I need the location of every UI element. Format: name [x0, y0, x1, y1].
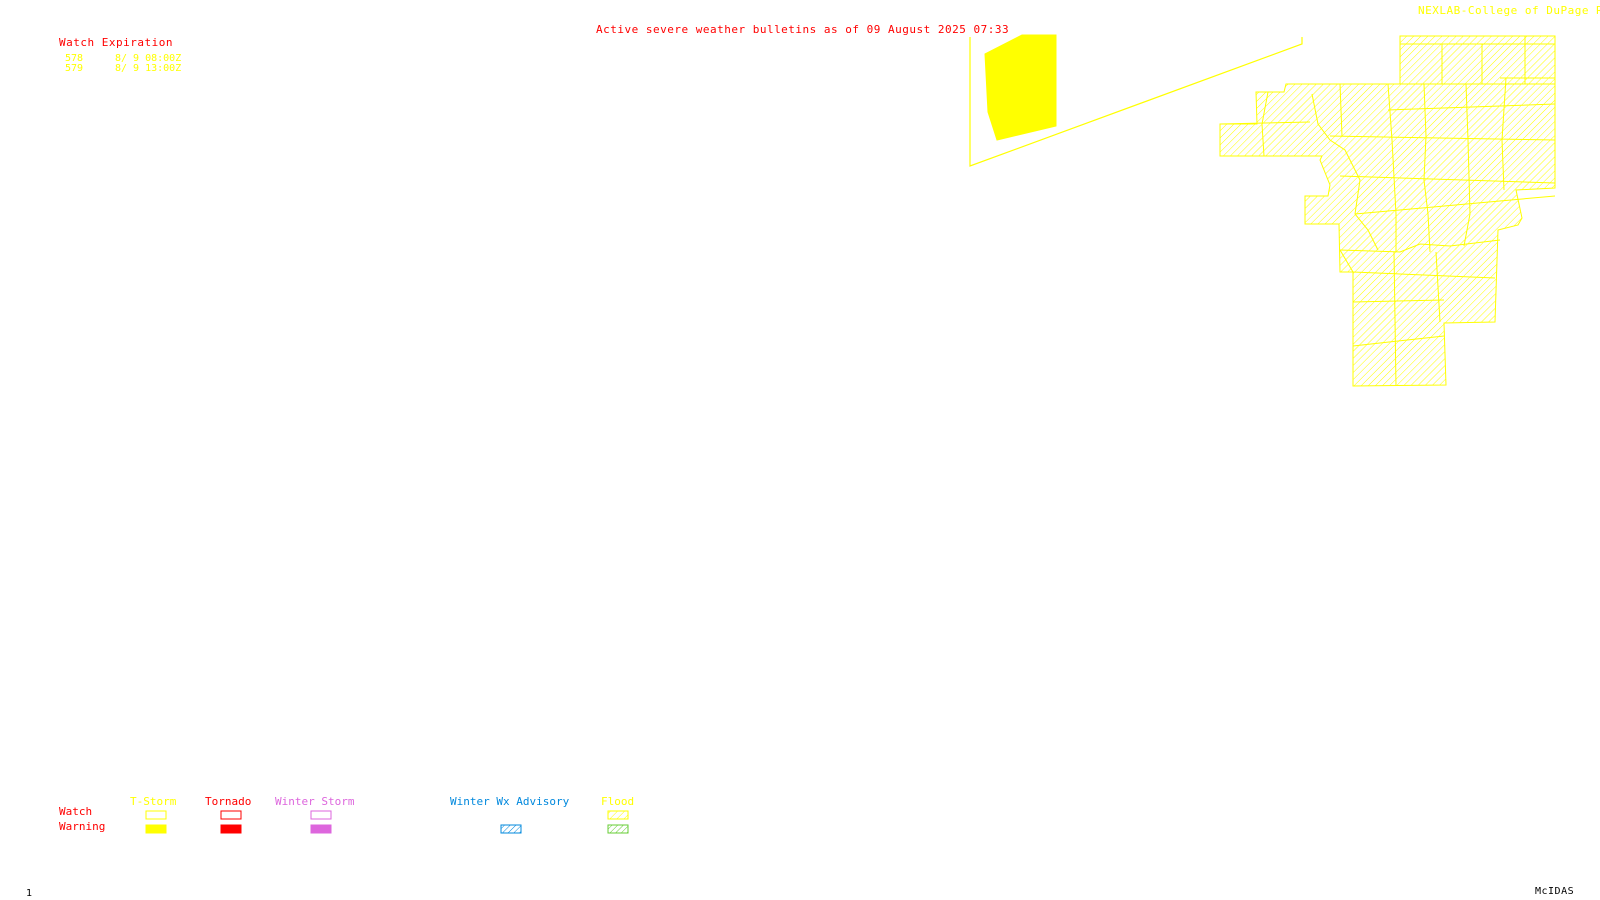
- legend-tstorm-watch-box: [145, 810, 167, 820]
- legend-tornado-watch-box: [220, 810, 242, 820]
- watch-number: 578: [65, 53, 84, 64]
- legend-tstorm-label: T-Storm: [130, 795, 177, 808]
- legend-warning-label: Warning: [59, 820, 106, 833]
- legend-winterwx-warning-box: [500, 824, 522, 834]
- bulletin-title: Active severe weather bulletins as of 09…: [596, 23, 1010, 36]
- watch-expiration-heading: Watch Expiration: [59, 36, 173, 49]
- frame-number: 1: [26, 888, 33, 899]
- legend-flood-watch-box: [607, 810, 629, 820]
- legend-winterstorm-watch-box: [310, 810, 332, 820]
- legend-winterstorm-warning-box: [310, 824, 332, 834]
- source-credit: NEXLAB-College of DuPage R: [1418, 4, 1600, 17]
- legend-winterstorm-label: Winter Storm: [275, 795, 355, 808]
- legend-tornado-label: Tornado: [205, 795, 252, 808]
- watch-expiry: 8/ 9 13:00Z: [115, 63, 182, 74]
- legend-winterwx-label: Winter Wx Advisory: [450, 795, 570, 808]
- watch-row: 578 8/ 9 08:00Z: [65, 54, 181, 64]
- legend-watch-label: Watch: [59, 805, 93, 818]
- legend-flood-label: Flood: [601, 795, 635, 808]
- legend-tstorm-warning-box: [145, 824, 167, 834]
- software-label: McIDAS: [1535, 886, 1575, 897]
- legend-flood-warning-box: [607, 824, 629, 834]
- legend-tornado-warning-box: [220, 824, 242, 834]
- watch-outline: [969, 37, 1303, 167]
- county-boundaries: [1219, 36, 1556, 387]
- watch-row: 579 8/ 9 13:00Z: [65, 64, 181, 74]
- warning-polygon: [984, 34, 1057, 141]
- watch-expiry: 8/ 9 08:00Z: [115, 53, 182, 64]
- watch-number: 579: [65, 63, 84, 74]
